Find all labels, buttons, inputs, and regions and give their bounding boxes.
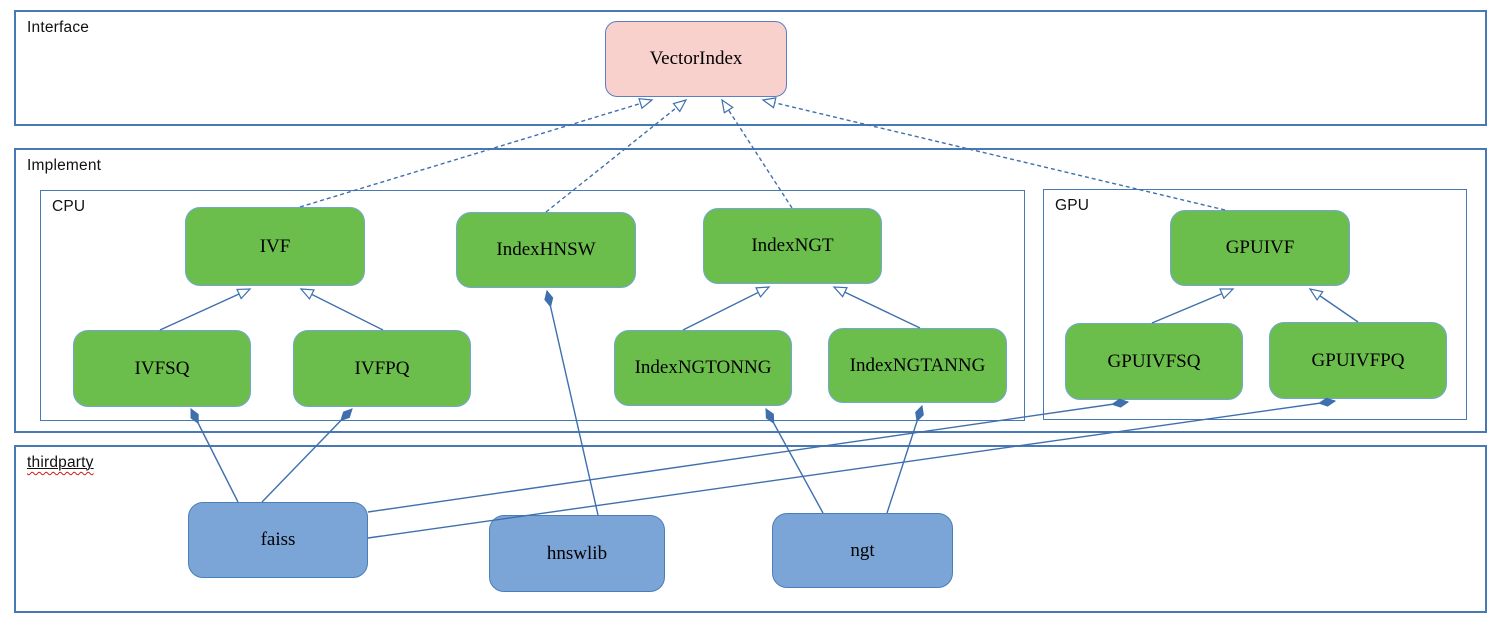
node-gpuivfsq-label: GPUIVFSQ	[1107, 350, 1201, 372]
node-gpuivfpq: GPUIVFPQ	[1269, 322, 1447, 399]
node-ivf: IVF	[185, 207, 365, 286]
node-ngt: ngt	[772, 513, 953, 588]
node-indexngt-label: IndexNGT	[751, 235, 834, 256]
implement-container-label: Implement	[27, 157, 102, 174]
node-indexngtonng-label: IndexNGTONNG	[634, 357, 772, 378]
node-ivf-label: IVF	[259, 235, 291, 257]
node-ngt-label: ngt	[850, 539, 875, 561]
cpu-container-label: CPU	[52, 198, 86, 215]
node-indexngtanng-label: IndexNGTANNG	[849, 354, 986, 376]
node-faiss-label: faiss	[260, 529, 296, 550]
node-ivfsq-label: IVFSQ	[134, 357, 190, 379]
node-vectorindex-label: VectorIndex	[649, 48, 743, 69]
node-indexngt: IndexNGT	[703, 208, 882, 284]
node-indexngtanng: IndexNGTANNG	[828, 328, 1007, 403]
node-indexngtonng: IndexNGTONNG	[614, 330, 792, 406]
node-gpuivfsq: GPUIVFSQ	[1065, 323, 1243, 400]
node-vectorindex: VectorIndex	[605, 21, 787, 97]
node-gpuivf: GPUIVF	[1170, 210, 1350, 286]
interface-container-label: Interface	[27, 19, 90, 36]
node-ivfsq: IVFSQ	[73, 330, 251, 407]
node-ivfpq-label: IVFPQ	[354, 357, 410, 379]
thirdparty-container-label: thirdparty	[27, 454, 94, 471]
node-hnswlib: hnswlib	[489, 515, 665, 592]
node-faiss: faiss	[188, 502, 368, 578]
node-gpuivf-label: GPUIVF	[1225, 237, 1295, 258]
node-indexhnsw-label: IndexHNSW	[496, 239, 596, 260]
node-ivfpq: IVFPQ	[293, 330, 471, 407]
node-indexhnsw: IndexHNSW	[456, 212, 636, 288]
gpu-container-label: GPU	[1055, 197, 1090, 214]
node-gpuivfpq-label: GPUIVFPQ	[1311, 349, 1405, 371]
node-hnswlib-label: hnswlib	[546, 542, 608, 564]
